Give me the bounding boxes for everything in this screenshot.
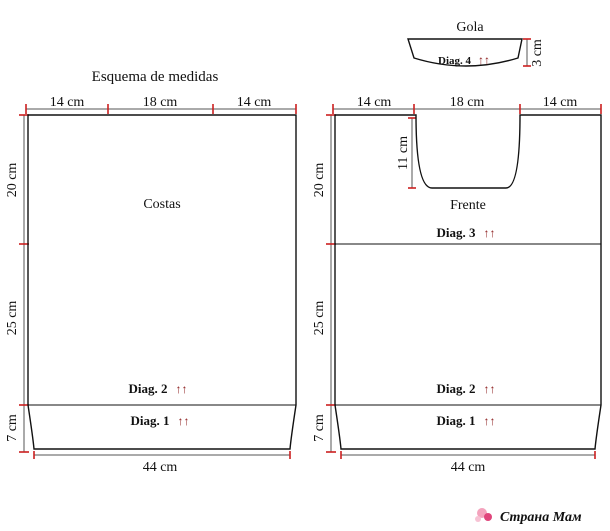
back-side-mid-measure: 25 cm [5,301,20,336]
back-diag2-label: Diag. 2 ↑↑ [129,380,188,397]
collar-height-measure: 3 cm [530,39,545,67]
back-diag1-label: Diag. 1 ↑↑ [131,412,190,429]
front-top-left-measure: 14 cm [357,95,392,110]
back-top-left-measure: 14 cm [50,95,85,110]
watermark: Страна Мам [475,508,582,525]
collar-diag4-arrows: ↑↑ [478,53,490,67]
front-top-right-measure: 14 cm [543,95,578,110]
back-side-bottom-measure: 7 cm [5,414,20,442]
front-diag3-text: Diag. 3 [437,225,477,240]
back-bottom-measure: 44 cm [143,460,178,475]
back-top-mid-measure: 18 cm [143,95,178,110]
front-top-mid-measure: 18 cm [450,95,485,110]
front-diag2-text: Diag. 2 [437,381,476,396]
back-outline [27,114,297,450]
collar-diag4-text: Diag. 4 [438,55,472,67]
front-side-top-measure: 20 cm [312,163,327,198]
diagram-title: Esquema de medidas [92,69,219,85]
front-side-bottom-measure: 7 cm [312,414,327,442]
back-diag1-text: Diag. 1 [131,413,170,428]
back-diag1-arrows: ↑↑ [178,414,190,428]
back-side-top-measure: 20 cm [5,163,20,198]
front-diag3-label: Diag. 3 ↑↑ [437,224,496,241]
front-neck-depth-measure: 11 cm [396,136,411,170]
front-piece-name: Frente [450,198,486,213]
front-outline [334,114,602,450]
front-diag2-arrows: ↑↑ [484,382,496,396]
watermark-logo-icon [475,508,492,522]
front-bottom-measure: 44 cm [451,460,486,475]
back-diag2-text: Diag. 2 [129,381,168,396]
front-diag2-label: Diag. 2 ↑↑ [437,380,496,397]
front-diag1-label: Diag. 1 ↑↑ [437,412,496,429]
back-piece-name: Costas [143,197,180,212]
collar-piece: Gola Diag. 4 ↑↑ 3 cm [407,20,545,68]
front-side-mid-measure: 25 cm [312,301,327,336]
watermark-text: Страна Мам [500,510,582,525]
back-piece: 14 cm 18 cm 14 cm 20 cm 25 cm 7 cm Costa… [5,95,297,475]
collar-diag4-label: Diag. 4 ↑↑ [438,51,490,68]
collar-outline [407,38,523,67]
back-diag2-arrows: ↑↑ [176,382,188,396]
collar-name: Gola [456,20,484,35]
back-top-right-measure: 14 cm [237,95,272,110]
front-piece: 14 cm 18 cm 14 cm 11 cm 20 cm 25 cm 7 cm… [312,95,602,475]
front-diag1-text: Diag. 1 [437,413,476,428]
front-diag3-arrows: ↑↑ [484,226,496,240]
front-diag1-arrows: ↑↑ [484,414,496,428]
